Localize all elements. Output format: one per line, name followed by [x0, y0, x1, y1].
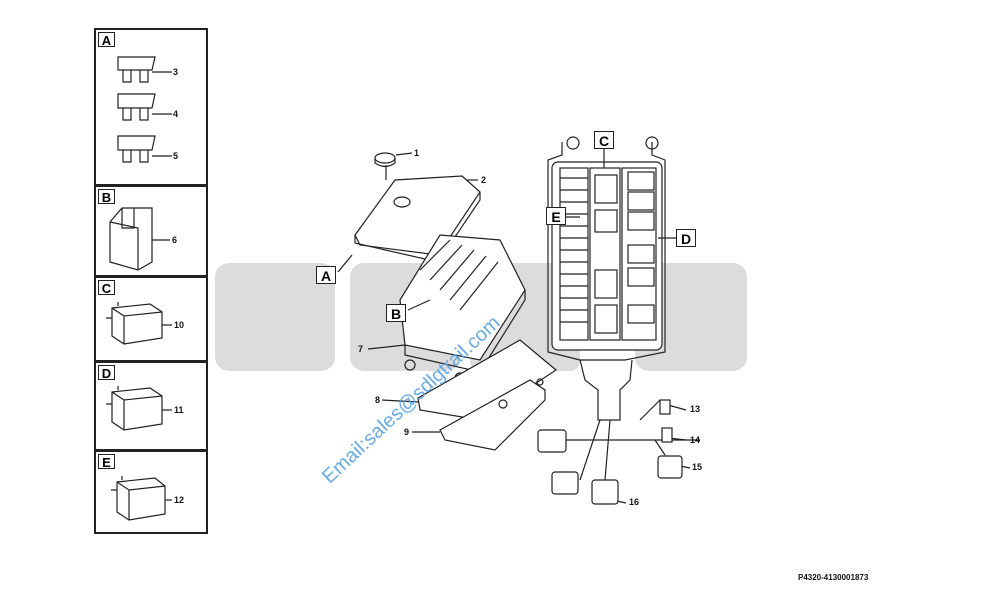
relay-icon [111, 476, 172, 521]
callout-16: 16 [629, 497, 640, 507]
base-housing-icon [412, 378, 546, 451]
label-c: C [594, 131, 614, 149]
connector-icon [537, 429, 567, 453]
connector-icon [551, 471, 579, 495]
wiring-harness-icon [565, 399, 700, 504]
fuse-icon [117, 135, 172, 163]
label-b: B [386, 304, 406, 322]
label-a: A [316, 266, 336, 284]
callout-14: 14 [690, 435, 701, 445]
connector-icon [657, 455, 683, 479]
fuse-box-front-view [547, 136, 666, 421]
callout-15: 15 [692, 462, 703, 472]
relay-icon [106, 386, 172, 431]
callout-7: 7 [358, 344, 364, 354]
cover-knob-icon [374, 152, 413, 180]
label-e: E [546, 207, 566, 225]
callout-9: 9 [404, 427, 410, 437]
callout-8: 8 [375, 395, 381, 405]
panel-letter: C [98, 280, 115, 296]
part-code: P4320-4130001873 [798, 573, 869, 582]
connector-icon [659, 399, 673, 443]
relay-icon [106, 302, 172, 345]
callout-12: 12 [174, 495, 185, 505]
fuse-icon [117, 93, 172, 121]
panel-letter: A [98, 32, 115, 48]
callout-6: 6 [172, 235, 178, 245]
panel-letter: D [98, 365, 115, 381]
callout-11: 11 [174, 405, 184, 415]
callout-1: 1 [414, 148, 420, 158]
label-d: D [676, 229, 696, 247]
callout-3: 3 [173, 67, 179, 77]
callout-10: 10 [174, 320, 185, 330]
panel-a-fuses: A [94, 28, 208, 186]
fuse-icon [117, 56, 172, 83]
fuse-puller-icon [109, 207, 170, 271]
panel-letter: B [98, 189, 115, 205]
callout-4: 4 [173, 109, 179, 119]
callout-13: 13 [690, 404, 701, 414]
callout-2: 2 [481, 175, 487, 185]
panel-letter: E [98, 454, 115, 470]
callout-5: 5 [173, 151, 179, 161]
connector-icon [591, 479, 619, 505]
